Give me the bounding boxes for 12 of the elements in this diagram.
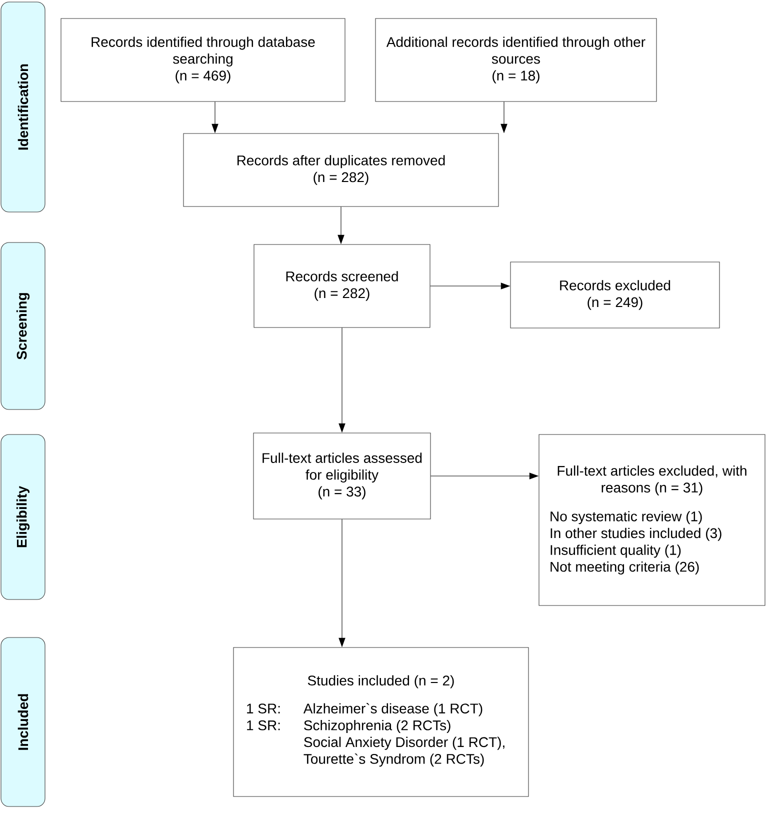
exclusion-box: Records excluded (n = 249) [510, 262, 720, 328]
exclusion-box: Full-text articles excluded, with reasons (n = 31) No systematic review (1) In other studies included (3) Insufficient quality (1) Not meeting criteria (26) [538, 434, 766, 606]
phase-band: Identification [0, 2, 46, 212]
phase-band: Included [0, 637, 46, 807]
process-box: Records screened (n = 282) [254, 244, 430, 328]
process-box: Full-text articles assessed for eligibility (n = 33) [253, 432, 431, 520]
phase-band: Screening [0, 242, 46, 410]
process-box: Records after duplicates removed (n = 282) [183, 133, 499, 207]
process-box: Studies included (n = 2) 1 SR: Alzheimer`s disease (1 RCT) 1 SR: Schizophrenia (2 RCTs) Social Anxiety Disorder (1 RCT), Tourette`s Syndrom (2 RCTs) [233, 647, 529, 797]
phase-band: Eligibility [0, 434, 46, 600]
process-box: Additional records identified through other sources (n = 18) [375, 18, 657, 102]
process-box: Records identified through database searching (n = 469) [60, 18, 346, 102]
